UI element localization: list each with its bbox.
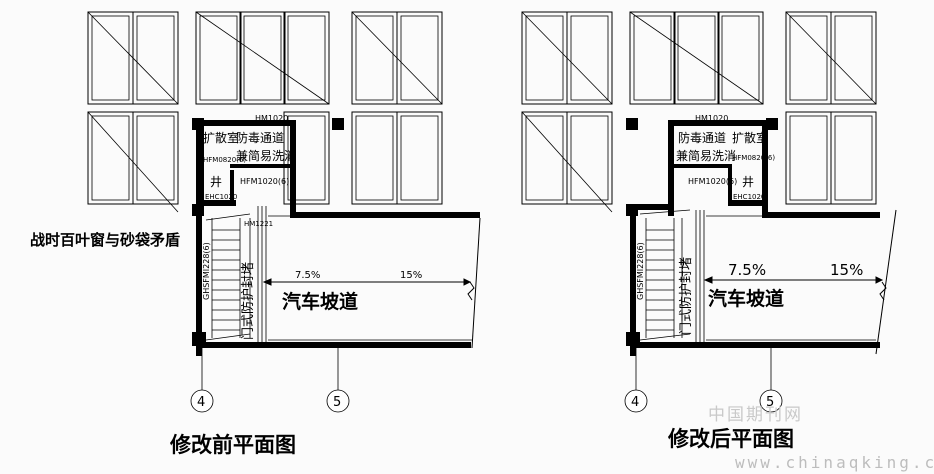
left-conflict-label: 战时百叶窗与砂袋矛盾 [30,231,180,249]
left-well-label: 井 [210,175,222,189]
right-expansion-room-label: 扩散室 [732,130,768,145]
watermark-cn: 中国期刊网 [708,405,803,425]
right-window-block-c [785,11,877,205]
right-ramp-edge [703,209,897,355]
left-plan: 扩散室 HM1020 防毒通道 兼简易洗消 HFM0820(6) 井 HFM10… [30,11,481,457]
right-plan: 防毒通道 兼简易洗消 HM1020 扩散室 HFM0820(6) HFM1020… [521,11,897,451]
right-axis-4: 4 [631,395,639,410]
left-slope-1-label: 7.5% [295,270,320,281]
left-stairs [205,206,480,342]
left-door-closing-label: 门式防护封堵 [240,262,256,340]
right-door-code-label: GHSFMI228(6) [636,242,645,300]
left-hm1020-label: HM1020 [255,114,288,123]
right-caption: 修改后平面图 [667,427,794,451]
right-slope-2-label: 15% [830,261,863,279]
right-ehc-label: EHC1020 [733,193,765,201]
right-door-closing-label: 门式防护封堵 [678,257,694,335]
left-hm1221-label: HM1221 [244,220,273,228]
left-ramp-label: 汽车坡道 [282,290,358,313]
watermark-url: www.chinaqking.com [735,453,934,472]
right-ramp-label: 汽车坡道 [708,287,784,310]
right-passage-label-2: 兼简易洗消 [676,149,736,163]
left-hfm1020-label: HFM1020(6) [240,177,289,186]
left-hfm0820-label: HFM0820(6) [203,156,246,164]
right-walls [626,118,880,356]
right-slope-1-label: 7.5% [728,261,766,279]
left-passage-label-2: 兼简易洗消 [236,149,296,163]
right-passage-label-1: 防毒通道 [678,130,726,145]
left-axis-5: 5 [333,395,341,410]
left-axis-4: 4 [197,395,205,410]
left-passage-label-1: 防毒通道 [236,130,284,145]
left-caption: 修改前平面图 [169,433,296,457]
left-ramp-edge [262,217,481,349]
left-ehc-label: EHC1020 [205,193,237,201]
right-hfm1020-label: HFM1020(6) [688,177,737,186]
right-axis-5: 5 [766,395,774,410]
left-door-code-label: GHSFMI228(6) [202,242,211,300]
right-hfm0820-label: HFM0820(6) [732,154,775,162]
right-hm1020-label: HM1020 [695,114,728,123]
right-window-block-b [629,11,764,105]
left-slope-2-label: 15% [400,270,422,281]
left-walls [192,118,480,356]
left-axes [190,346,350,413]
left-expansion-room-label: 扩散室 [203,130,239,145]
left-window-block-b [195,11,330,205]
right-well-label: 井 [742,175,754,189]
right-axes [624,346,783,413]
right-window-block-a [521,11,613,213]
left-window-block-a [87,11,179,213]
right-stairs [639,209,880,342]
left-window-block-c [351,11,443,205]
